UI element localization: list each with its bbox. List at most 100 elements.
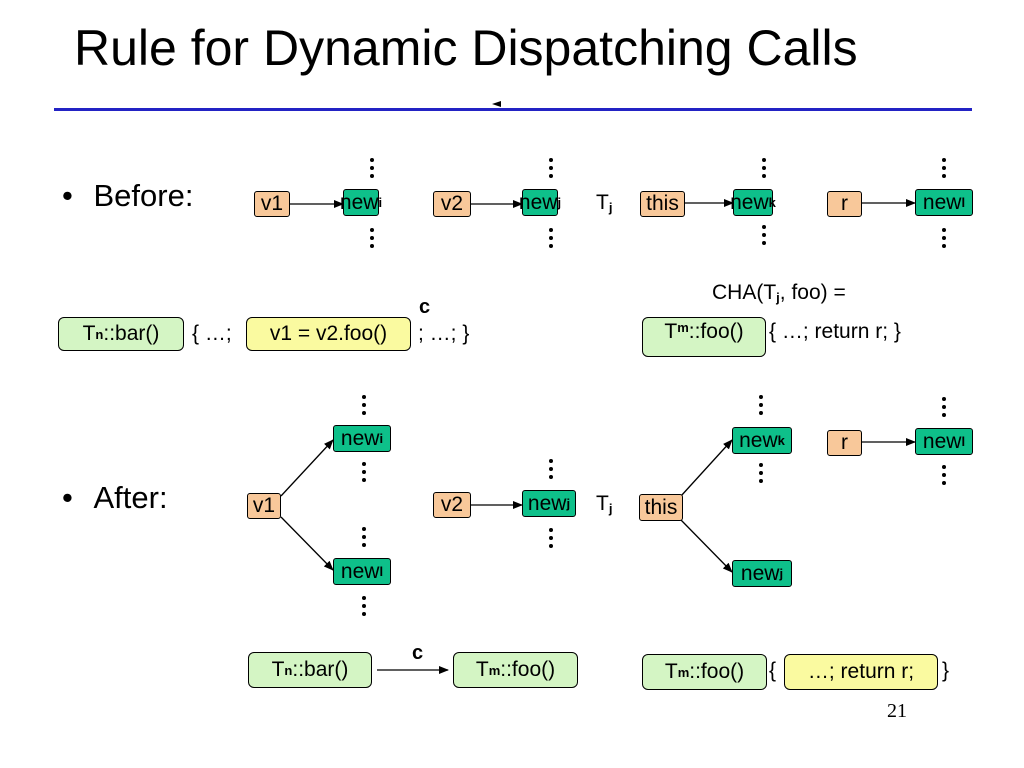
var-r-label: r bbox=[841, 431, 848, 454]
obj-index: j bbox=[566, 496, 571, 511]
bullet-marker: • bbox=[62, 480, 73, 515]
ellipsis-vertical bbox=[362, 395, 366, 415]
ellipsis-vertical bbox=[370, 158, 374, 178]
bullet-before-label: Before: bbox=[93, 178, 194, 213]
var-v1: v1 bbox=[247, 493, 281, 519]
obj-new-label: new bbox=[922, 190, 962, 214]
slide-title: Rule for Dynamic Dispatching Calls bbox=[74, 20, 858, 76]
type-subscript: j bbox=[608, 200, 613, 215]
method-body: { …; return r; } bbox=[769, 320, 901, 343]
page-number: 21 bbox=[887, 700, 907, 722]
obj-new-label: new bbox=[518, 190, 558, 214]
type-subscript: j bbox=[608, 501, 613, 516]
obj-index: l bbox=[961, 434, 966, 449]
ellipsis-vertical bbox=[942, 465, 946, 485]
title-underline bbox=[54, 108, 972, 111]
var-v1-label: v1 bbox=[252, 494, 276, 517]
method-name: ::foo() bbox=[689, 660, 745, 683]
obj-new-label: new bbox=[730, 190, 769, 214]
cha-suffix: , foo) = bbox=[779, 281, 846, 304]
edge-this-newk-after bbox=[680, 439, 733, 497]
ellipsis-vertical bbox=[759, 395, 763, 415]
var-v1: v1 bbox=[254, 191, 290, 217]
type-tj: Tj bbox=[596, 492, 612, 516]
ellipsis-vertical bbox=[362, 596, 366, 616]
ellipsis-vertical bbox=[549, 528, 553, 548]
return-stmt-label: …; return r; bbox=[807, 660, 915, 683]
obj-new-label: new bbox=[527, 491, 567, 515]
ellipsis-vertical bbox=[762, 225, 766, 245]
ellipsis-vertical bbox=[759, 463, 763, 483]
call-site: v1 = v2.foo() bbox=[246, 317, 411, 351]
ellipsis-vertical bbox=[942, 397, 946, 417]
method-name: ::bar() bbox=[292, 658, 349, 681]
brace-close: } bbox=[942, 659, 950, 682]
edge-this-newj-after bbox=[680, 519, 733, 573]
ellipsis-vertical bbox=[362, 462, 366, 482]
cha-expression: CHA(Tj, foo) = bbox=[712, 281, 846, 305]
type-T: T bbox=[664, 660, 678, 683]
var-v2: v2 bbox=[433, 492, 471, 518]
ellipsis-vertical bbox=[362, 527, 366, 547]
type-subscript: n bbox=[284, 662, 293, 678]
var-v2-label: v2 bbox=[440, 493, 464, 516]
brace-open: { bbox=[769, 659, 777, 682]
var-this: this bbox=[639, 494, 683, 521]
type-T: T bbox=[82, 322, 96, 345]
var-this-label: this bbox=[644, 495, 678, 519]
var-r-label: r bbox=[841, 192, 848, 215]
type-subscript: m bbox=[677, 664, 690, 680]
method-name: ::bar() bbox=[103, 322, 160, 345]
var-this-label: this bbox=[646, 192, 679, 215]
edge-v1-newi-after bbox=[280, 439, 334, 497]
ellipsis-vertical bbox=[762, 158, 766, 178]
type-T: T bbox=[596, 191, 609, 214]
type-tj: Tj bbox=[596, 191, 612, 215]
ellipsis-vertical bbox=[549, 459, 553, 479]
obj-index: l bbox=[379, 564, 384, 579]
body-open: { …; bbox=[192, 322, 232, 345]
cha-prefix: CHA(T bbox=[712, 281, 777, 304]
obj-new-label: new bbox=[340, 559, 380, 583]
method-name: ::foo() bbox=[500, 658, 556, 681]
type-T: T bbox=[596, 492, 609, 515]
ellipsis-vertical bbox=[549, 158, 553, 178]
call-edge-label-c: c bbox=[412, 642, 424, 664]
bullet-marker: • bbox=[62, 178, 73, 213]
obj-new-label: new bbox=[740, 561, 780, 585]
obj-index: l bbox=[961, 195, 966, 210]
type-T: T bbox=[664, 320, 678, 343]
body-close: ; …; } bbox=[418, 322, 470, 345]
method-name: ::foo() bbox=[688, 320, 744, 343]
obj-index: j bbox=[557, 195, 562, 210]
type-T: T bbox=[271, 658, 285, 681]
cursor-mark bbox=[492, 101, 501, 107]
call-site-label: v1 = v2.foo() bbox=[269, 322, 388, 345]
type-subscript: m bbox=[488, 662, 501, 678]
return-stmt: …; return r; bbox=[784, 654, 938, 690]
var-v1-label: v1 bbox=[260, 192, 284, 215]
type-subscript: j bbox=[776, 290, 780, 305]
ellipsis-vertical bbox=[370, 228, 374, 248]
ellipsis-vertical bbox=[549, 228, 553, 248]
bullet-after: • After: bbox=[62, 480, 168, 516]
ellipsis-vertical bbox=[942, 158, 946, 178]
var-v2-label: v2 bbox=[440, 192, 464, 215]
obj-index: k bbox=[777, 433, 785, 448]
type-subscript: m bbox=[677, 320, 689, 335]
type-T: T bbox=[475, 658, 489, 681]
var-this: this bbox=[640, 191, 685, 217]
var-v2: v2 bbox=[433, 191, 471, 217]
